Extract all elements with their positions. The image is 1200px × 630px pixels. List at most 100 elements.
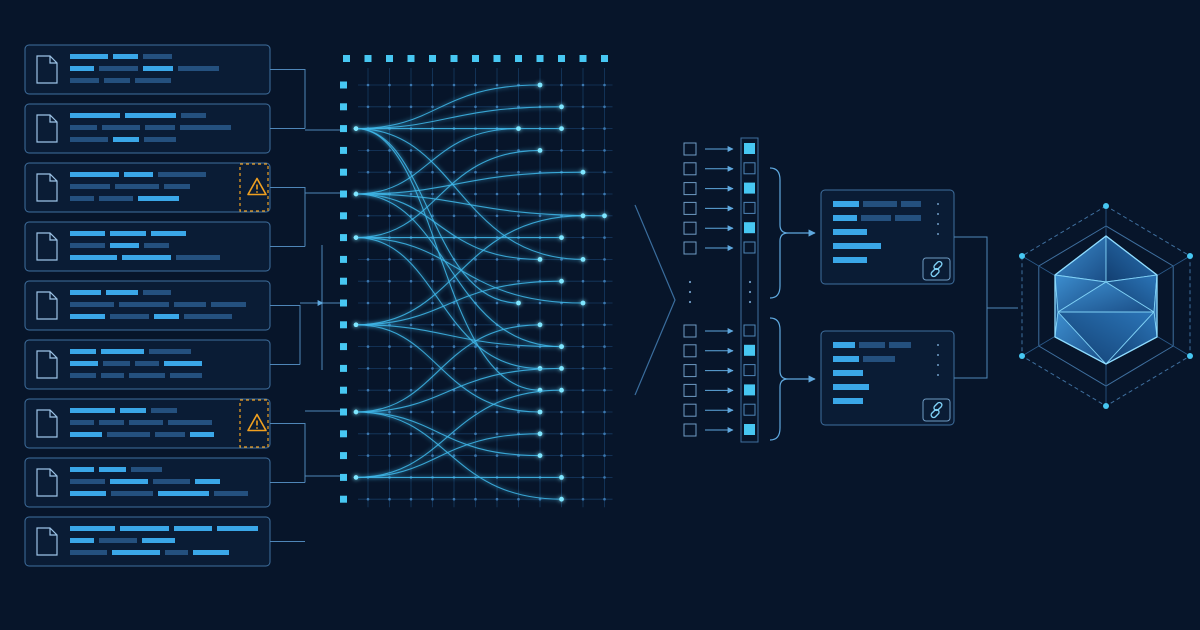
attention-curve [355,128,584,260]
input-square [683,423,697,437]
document-icon [36,409,58,438]
grid-dot [581,105,585,109]
output-panels [820,189,1018,426]
text-line-bar [143,66,173,71]
text-line-bar [144,137,176,142]
row-header-square [340,212,347,220]
text-line-bar [170,373,202,378]
text-line-bar [155,432,185,437]
grid-dot [495,367,499,370]
text-line-bar [111,491,153,496]
grid-dot [517,345,520,348]
grid-dot [495,301,499,305]
attention-endpoint [559,235,564,241]
text-line-bar [70,538,94,543]
grid-dot [474,410,477,414]
grid-dot [603,279,606,283]
document-icon [36,232,58,261]
grid-dot [495,258,499,261]
hexagon-vertex [1018,353,1025,359]
text-line-bar [174,526,212,531]
ellipsis-dot [748,280,752,284]
grid-dot [452,214,456,218]
grid-dot [388,345,391,348]
text-line-bar [99,196,133,201]
ellipsis-dot [937,364,939,366]
attention-curves [353,82,607,502]
connector-line [270,187,306,247]
grid-dot [495,105,499,109]
column-header-square [472,55,479,62]
document-icon [36,468,58,497]
ellipsis-dot [937,223,939,225]
attention-endpoint [516,300,521,306]
document-icon [36,350,58,379]
text-line-bar [181,113,206,118]
grid-dot [603,301,606,305]
link-button-frame [922,398,951,422]
attention-endpoint [537,257,543,262]
column-header-square [343,55,350,62]
text-line-bar [115,184,159,189]
text-line-bar [184,314,232,319]
grid-dot [474,170,477,174]
row-header-square [340,452,347,460]
grid-dot [603,127,606,130]
output-panel [820,330,955,426]
unselected-square [743,241,756,254]
ellipsis-dot [688,280,692,284]
document-card [24,516,271,567]
connector-line [270,305,301,365]
grid-dot [603,236,606,239]
grid-dot [474,388,477,392]
text-line-bar [164,184,190,189]
grid-dot [366,149,370,152]
text-line-bar [135,361,159,366]
grid-dot [452,410,456,414]
grid-dot [581,279,585,283]
document-card [24,162,271,213]
text-line-bar [70,290,101,295]
grid-dot [474,367,477,370]
text-line-bar [125,113,176,118]
text-line-bar [143,54,172,59]
grid-dot [474,83,477,87]
text-line-bar [129,420,163,425]
attention-endpoint [537,453,543,458]
grid-dot [517,323,520,327]
text-line-bar [124,172,153,177]
column-header-square [515,55,522,62]
grid-dot [603,497,606,501]
document-card [24,44,271,95]
icosahedron-face [1105,235,1158,283]
text-line-bar [70,302,114,307]
grid-dot [366,258,370,261]
grid-dot [560,83,563,87]
row-header-square [340,495,347,503]
grid-dot [581,323,585,327]
column-header-square [386,55,393,62]
grid-dot [431,149,434,152]
grid-dot [560,323,563,327]
attention-curve [355,128,519,304]
grid-dot [495,214,499,218]
input-square [683,403,697,417]
attention-curve [355,215,584,326]
output-text-bar [901,201,921,207]
attention-curve [355,237,541,369]
grid-dot [560,192,563,196]
text-line-bar [70,196,94,201]
row-header-square [340,473,347,481]
column-header-square [364,55,372,62]
attention-source [353,475,359,480]
grid-dot [431,192,434,196]
grid-dot [366,432,370,436]
warning-triangle-icon [247,413,267,432]
grid-dot [560,432,563,436]
grid-dot [517,214,520,218]
grid-dot [452,192,456,196]
input-square [683,201,697,215]
row-header-square [340,408,347,416]
grid-dot [388,279,391,283]
grid-dot [560,149,563,152]
